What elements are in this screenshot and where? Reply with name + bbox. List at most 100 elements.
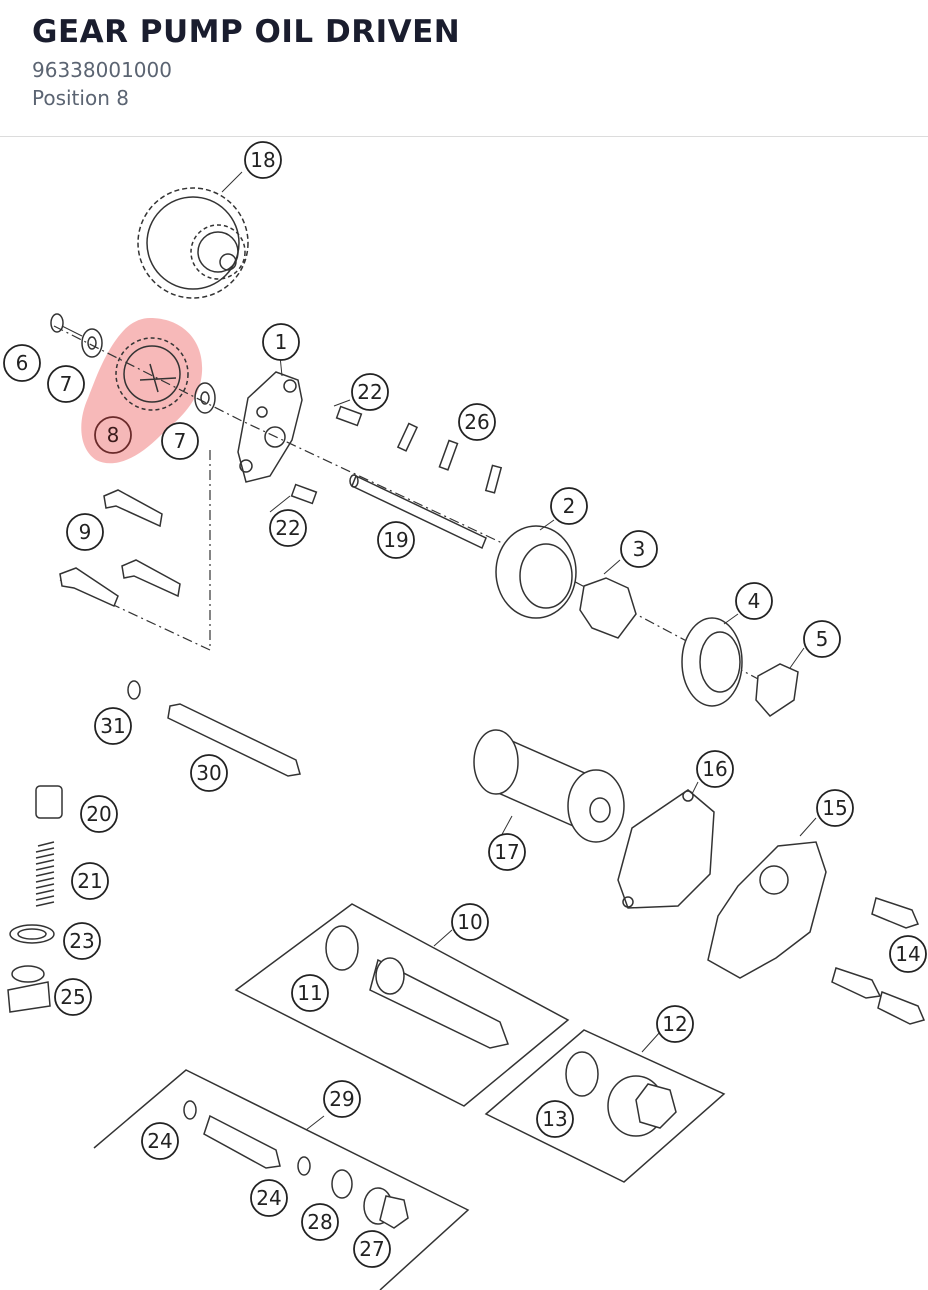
part-29-screen [203, 1114, 281, 1169]
callout-1[interactable]: 1 [262, 323, 300, 361]
callout-31[interactable]: 31 [94, 707, 132, 745]
callout-23[interactable]: 23 [63, 922, 101, 960]
callout-3[interactable]: 3 [620, 530, 658, 568]
part-31-oring [127, 680, 141, 700]
callout-7b[interactable]: 7 [161, 422, 199, 460]
callout-9[interactable]: 9 [66, 513, 104, 551]
callout-14[interactable]: 14 [889, 935, 927, 973]
part-20-piston [35, 785, 63, 819]
svg-text:7: 7 [174, 429, 187, 453]
part-13-oring [565, 1051, 599, 1097]
part-5-inner-rotor [755, 663, 799, 717]
part-8-pump-gear [115, 337, 189, 411]
part-28-oring [331, 1169, 353, 1199]
svg-text:23: 23 [69, 929, 94, 953]
part-23-seal-ring [9, 924, 55, 944]
part-15-cover [707, 841, 827, 979]
svg-text:10: 10 [457, 910, 482, 934]
part-16-gasket [617, 789, 715, 909]
part-1-pump-housing [237, 371, 303, 483]
part-number: 96338001000 [32, 58, 172, 82]
svg-text:31: 31 [100, 714, 125, 738]
callout-13[interactable]: 13 [536, 1100, 574, 1138]
callout-2[interactable]: 2 [550, 487, 588, 525]
svg-text:6: 6 [16, 351, 29, 375]
part-18-gear [137, 187, 249, 299]
svg-text:3: 3 [633, 537, 646, 561]
part-11-oring [325, 925, 359, 971]
group-box-12 [484, 1029, 726, 1183]
callout-21[interactable]: 21 [71, 862, 109, 900]
svg-text:18: 18 [250, 148, 275, 172]
group-box-10 [234, 903, 570, 1107]
callout-24b[interactable]: 24 [250, 1179, 288, 1217]
svg-text:14: 14 [895, 942, 920, 966]
part-22-dowel-b [290, 483, 318, 505]
svg-text:1: 1 [275, 330, 288, 354]
svg-text:25: 25 [60, 985, 85, 1009]
callout-20[interactable]: 20 [80, 795, 118, 833]
svg-text:4: 4 [748, 589, 761, 613]
callout-25[interactable]: 25 [54, 978, 92, 1016]
callout-28[interactable]: 28 [301, 1203, 339, 1241]
svg-text:12: 12 [662, 1012, 687, 1036]
callout-12[interactable]: 12 [656, 1005, 694, 1043]
svg-text:13: 13 [542, 1107, 567, 1131]
part-30-tube [167, 703, 301, 777]
callout-7a[interactable]: 7 [47, 365, 85, 403]
part-3-inner-rotor [579, 577, 637, 639]
callout-6[interactable]: 6 [3, 344, 41, 382]
part-10-screen [369, 957, 509, 1049]
part-26-pins [396, 422, 503, 494]
callout-17[interactable]: 17 [488, 833, 526, 871]
part-9-bolts [59, 489, 181, 608]
part-title: GEAR PUMP OIL DRIVEN [32, 14, 461, 50]
svg-text:27: 27 [359, 1237, 384, 1261]
callout-11[interactable]: 11 [291, 974, 329, 1012]
group-box-29 [93, 1069, 470, 1290]
svg-text:28: 28 [307, 1210, 332, 1234]
part-header: GEAR PUMP OIL DRIVEN 96338001000 Positio… [0, 0, 928, 137]
svg-text:7: 7 [60, 372, 73, 396]
callout-19[interactable]: 19 [377, 521, 415, 559]
svg-text:24: 24 [256, 1186, 281, 1210]
callout-5[interactable]: 5 [803, 620, 841, 658]
callout-8[interactable]: 8 [94, 416, 132, 454]
svg-text:22: 22 [275, 516, 300, 540]
callout-18[interactable]: 18 [244, 141, 282, 179]
part-4-outer-rotor [681, 617, 743, 707]
part-24-oring-b [297, 1156, 311, 1176]
part-22-dowel-a [335, 405, 363, 427]
svg-text:5: 5 [816, 627, 829, 651]
svg-text:20: 20 [86, 802, 111, 826]
svg-text:16: 16 [702, 757, 727, 781]
callout-29[interactable]: 29 [323, 1080, 361, 1118]
callout-4[interactable]: 4 [735, 582, 773, 620]
svg-text:2: 2 [563, 494, 576, 518]
callout-22b[interactable]: 22 [269, 509, 307, 547]
callout-22a[interactable]: 22 [351, 373, 389, 411]
part-7-washer-a [81, 328, 103, 358]
part-25-plug [7, 965, 51, 1013]
callout-16[interactable]: 16 [696, 750, 734, 788]
svg-text:8: 8 [107, 423, 120, 447]
callout-15[interactable]: 15 [816, 789, 854, 827]
callout-27[interactable]: 27 [353, 1230, 391, 1268]
svg-text:15: 15 [822, 796, 847, 820]
svg-text:11: 11 [297, 981, 322, 1005]
callout-10[interactable]: 10 [451, 903, 489, 941]
part-17-oil-filter [473, 729, 625, 843]
part-27-screw-plug [363, 1187, 409, 1229]
callout-30[interactable]: 30 [190, 754, 228, 792]
callout-26[interactable]: 26 [458, 403, 496, 441]
svg-text:26: 26 [464, 410, 489, 434]
svg-text:9: 9 [79, 520, 92, 544]
svg-text:24: 24 [147, 1129, 172, 1153]
part-21-spring [35, 841, 55, 907]
part-2-outer-rotor [495, 525, 577, 619]
part-7-washer-b [194, 382, 216, 414]
callout-24a[interactable]: 24 [141, 1122, 179, 1160]
exploded-parts-diagram: 1 2 3 4 5 6 7 7 8 9 10 11 12 13 14 15 16… [3, 141, 927, 1290]
part-24-oring-a [183, 1100, 197, 1120]
part-14-bolts [831, 897, 926, 1025]
